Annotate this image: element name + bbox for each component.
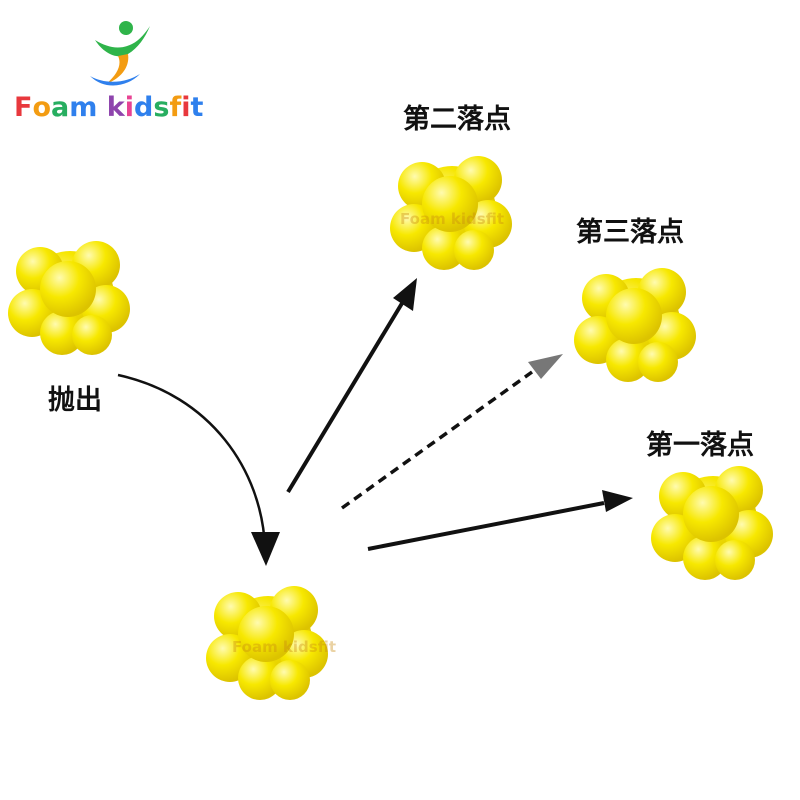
brand-letter: s (153, 92, 170, 123)
brand-letter: a (51, 92, 70, 123)
brand-letter: k (106, 92, 125, 123)
label-landing-2: 第二落点 (403, 104, 511, 135)
brand-letter: i (181, 92, 191, 123)
brand-figure-icon (90, 21, 150, 86)
brand-letter (97, 92, 106, 123)
ball-landing-3 (574, 268, 696, 382)
arrow-throw-head (251, 532, 280, 566)
arrow-to-landing-2-head (393, 278, 417, 311)
brand-letter: i (124, 92, 135, 123)
ball-landing-1 (651, 466, 773, 580)
brand-letter: f (169, 92, 182, 123)
arrow-to-landing-1 (367, 501, 605, 551)
brand-logo: Foam kidsfit (14, 16, 234, 134)
brand-letter: d (134, 92, 154, 123)
brand-wordmark: Foam kidsfit (14, 92, 203, 123)
arrow-throw (117, 373, 267, 549)
label-throw: 抛出 (48, 385, 102, 416)
arrow-to-landing-3-head (528, 354, 563, 379)
brand-letter: t (190, 92, 204, 123)
watermark-landing-2: Foam kidsfit (400, 210, 504, 228)
arrow-to-landing-3 (340, 370, 534, 510)
brand-letter: F (14, 92, 33, 123)
arrow-to-landing-1-head (602, 490, 633, 512)
watermark-bounce: Foam kidsfit (232, 638, 336, 656)
brand-letter: o (32, 92, 52, 123)
label-landing-3: 第三落点 (576, 217, 684, 248)
label-landing-1: 第一落点 (646, 430, 754, 461)
arrow-to-landing-2 (286, 298, 406, 494)
brand-letter: m (69, 92, 98, 123)
ball-throw-start (8, 241, 130, 355)
